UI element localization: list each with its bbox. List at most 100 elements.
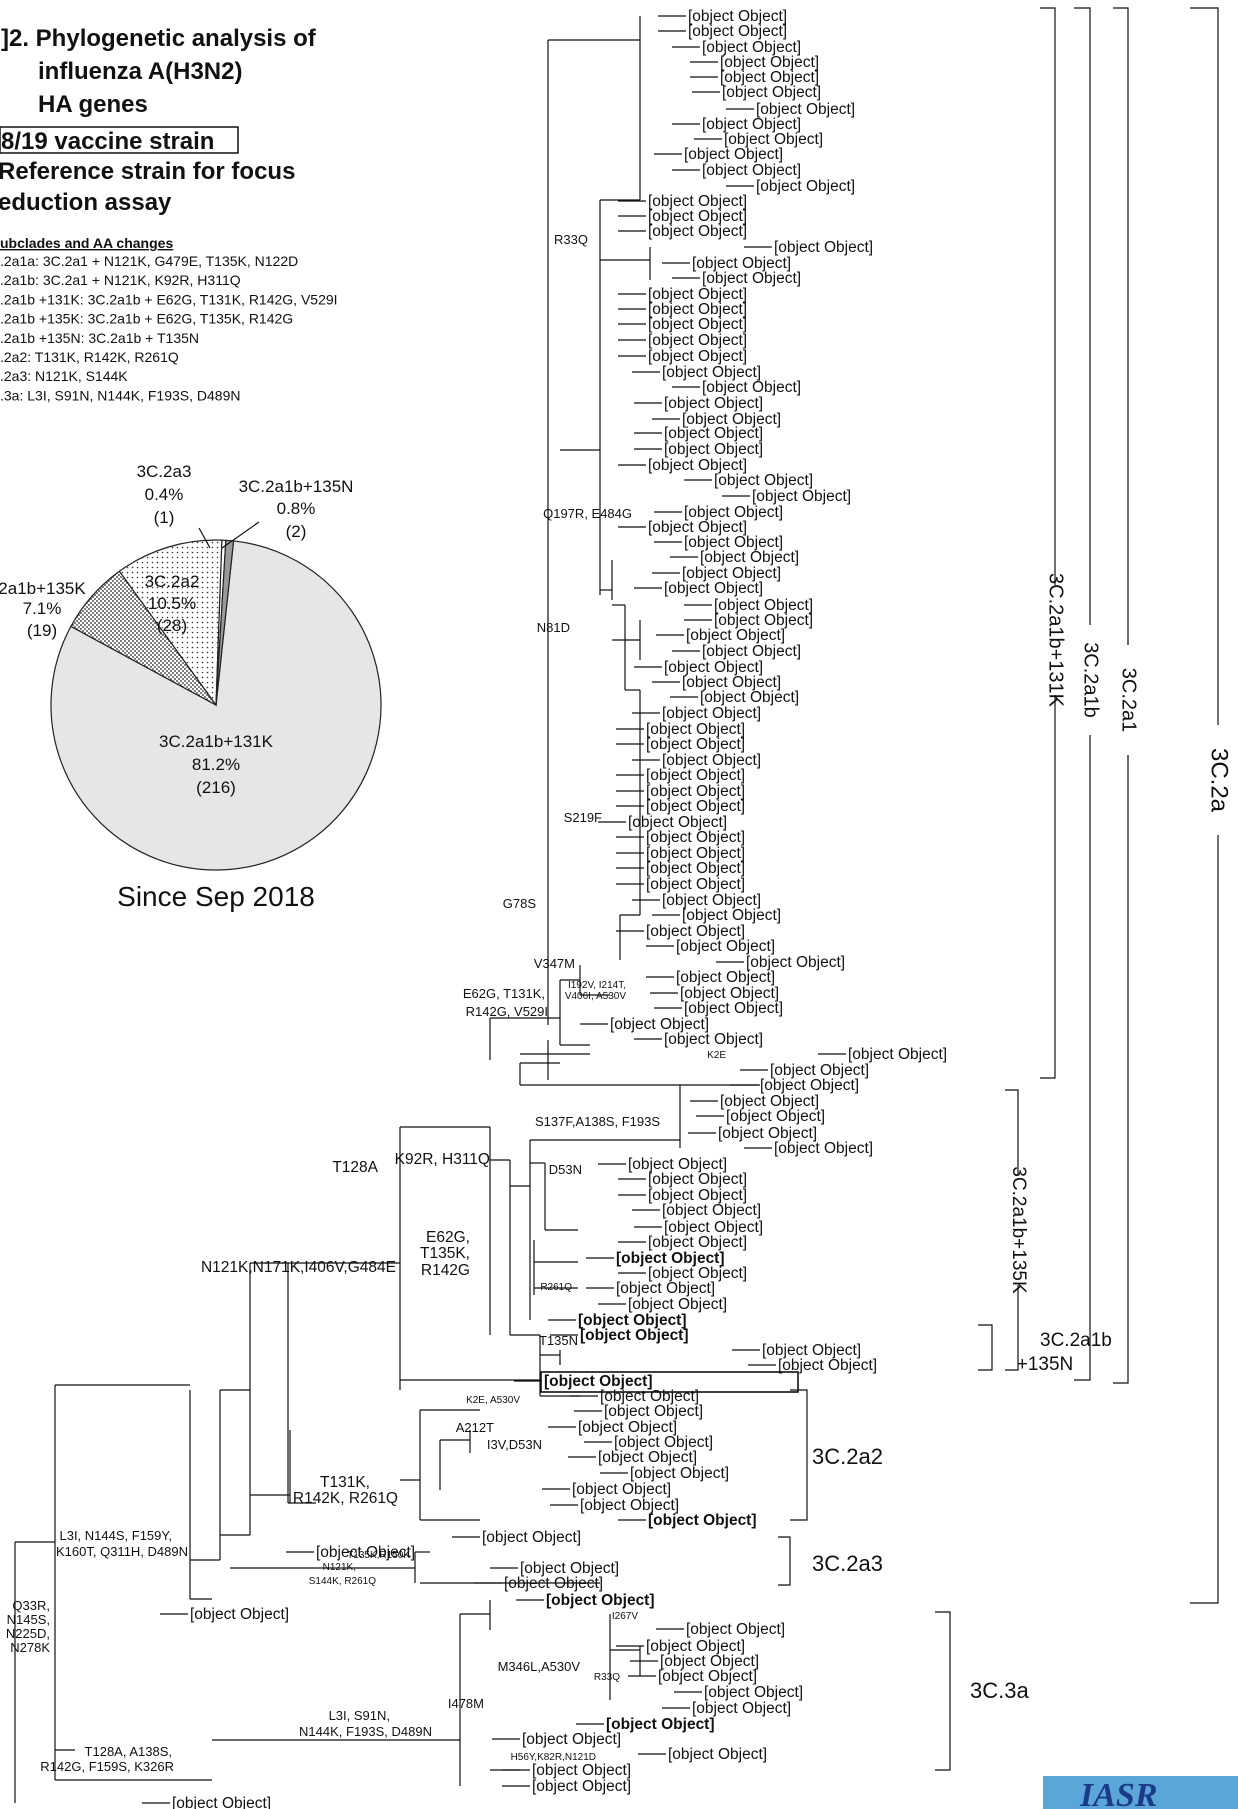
clade-label: 3C.2a1b+135K xyxy=(1008,1166,1029,1294)
mutation-label: T128A, A138S, xyxy=(85,1744,172,1759)
mutation-label: V347M xyxy=(534,956,575,971)
strain-label: [object Object] xyxy=(714,612,813,629)
mutation-label: T135K,R150K xyxy=(347,1550,410,1561)
strain-label: [object Object] xyxy=(702,379,801,396)
mutation-label: R142G xyxy=(421,1262,470,1279)
pie-leader-line xyxy=(198,527,211,549)
strain-label: [object Object] xyxy=(756,101,855,118)
strain-label: [object Object] xyxy=(616,1250,725,1267)
subclade-legend: ubclades and AA changes .2a1a: 3C.2a1 + … xyxy=(0,235,338,403)
strain-label: [object Object] xyxy=(700,689,799,706)
strain-label: [object Object] xyxy=(662,705,761,722)
strain-label: [object Object] xyxy=(482,1529,581,1546)
strain-label: [object Object] xyxy=(646,721,745,738)
strain-label: [object Object] xyxy=(316,1544,415,1561)
mutation-label: H56Y,K82R,N121D xyxy=(511,1752,596,1763)
strain-label: [object Object] xyxy=(684,534,783,551)
clade-label: 3C.2a2 xyxy=(812,1444,883,1469)
strain-label: [object Object] xyxy=(702,270,801,287)
strain-label: [object Object] xyxy=(572,1481,671,1498)
mutation-label: A212T xyxy=(456,1420,494,1435)
pie-label-count: (1) xyxy=(154,508,175,527)
pie-label-count: (2) xyxy=(286,522,307,541)
strain-label: [object Object] xyxy=(646,1638,745,1655)
strain-label: [object Object] xyxy=(676,969,775,986)
pie-label-pct: 7.1% xyxy=(23,599,62,618)
strain-label: [object Object] xyxy=(702,39,801,56)
pie-label-count: (216) xyxy=(196,778,236,797)
subclade-definition: .2a1b +135K: 3C.2a1b + E62G, T135K, R142… xyxy=(0,311,293,327)
title-line-3: HA genes xyxy=(38,91,148,118)
strain-label: [object Object] xyxy=(664,580,763,597)
tree-branches xyxy=(14,15,846,1804)
mutation-label: G78S xyxy=(503,896,537,911)
vaccine-strain-box xyxy=(0,126,239,154)
strain-label: [object Object] xyxy=(714,597,813,614)
strain-label: [object Object] xyxy=(628,814,727,831)
strain-label: [object Object] xyxy=(658,1668,757,1685)
pie-slice xyxy=(215,539,235,706)
iasr-logo: IASR xyxy=(1043,1776,1238,1809)
clade-label: 3C.2a xyxy=(1206,748,1233,813)
strain-label: [object Object] xyxy=(648,1187,747,1204)
strain-label: [object Object] xyxy=(720,54,819,71)
strain-label: [object Object] xyxy=(544,1373,653,1390)
strain-label: [object Object] xyxy=(504,1575,603,1592)
mutation-label: T128A xyxy=(332,1159,378,1176)
strain-label: [object Object] xyxy=(722,84,821,101)
strain-label: [object Object] xyxy=(724,131,823,148)
figure-title: ]2. Phylogenetic analysis of influenza A… xyxy=(1,25,317,118)
mutation-label: N225D, xyxy=(6,1626,50,1641)
strain-label: [object Object] xyxy=(190,1606,289,1623)
strain-label: [object Object] xyxy=(648,208,747,225)
strain-label: [object Object] xyxy=(702,643,801,660)
strain-label: [object Object] xyxy=(692,255,791,272)
strain-labels: [object Object][object Object][object Ob… xyxy=(172,8,947,1809)
strain-label: [object Object] xyxy=(664,441,763,458)
pie-label-name: 3C.2a1b+135N xyxy=(239,477,354,496)
mutation-label: I478M xyxy=(448,1696,484,1711)
strain-label: [object Object] xyxy=(762,1342,861,1359)
strain-label: [object Object] xyxy=(664,659,763,676)
strain-label: [object Object] xyxy=(520,1560,619,1577)
vaccine-strain-label: 8/19 vaccine strain xyxy=(1,128,214,155)
pie-label-pct: 0.8% xyxy=(277,499,316,518)
mutation-label: S219F xyxy=(564,810,602,825)
strain-label: [object Object] xyxy=(664,1219,763,1236)
strain-label: [object Object] xyxy=(718,1125,817,1142)
mutation-label: I267V xyxy=(612,1611,638,1622)
clade-label: +135N xyxy=(1017,1354,1074,1375)
mutation-label: K160T, Q311H, D489N xyxy=(56,1544,188,1559)
strain-label: [object Object] xyxy=(746,954,845,971)
strain-label: [object Object] xyxy=(662,364,761,381)
clade-label: 3C.3a xyxy=(970,1678,1029,1703)
strain-label: [object Object] xyxy=(610,1016,709,1033)
strain-label: [object Object] xyxy=(546,1592,655,1609)
mutation-label: S144K, R261Q xyxy=(309,1576,376,1587)
strain-label: [object Object] xyxy=(752,488,851,505)
strain-label: [object Object] xyxy=(648,457,747,474)
strain-label: [object Object] xyxy=(688,23,787,40)
strain-label: [object Object] xyxy=(702,162,801,179)
clade-bracket xyxy=(978,1324,993,1371)
pie-label-name: 2a1b+135K xyxy=(0,579,86,598)
strain-label: [object Object] xyxy=(532,1778,631,1795)
strain-label: [object Object] xyxy=(668,1746,767,1763)
mutation-label: R261Q xyxy=(540,1282,572,1293)
pie-label-pct: 0.4% xyxy=(145,485,184,504)
strain-label: [object Object] xyxy=(616,1280,715,1297)
mutation-label: D53N xyxy=(549,1162,582,1177)
mutation-label: K2E, A530V xyxy=(466,1395,520,1406)
strain-label: [object Object] xyxy=(646,736,745,753)
strain-label: [object Object] xyxy=(686,627,785,644)
subclade-definition: .3a: L3I, S91N, N144K, F193S, D489N xyxy=(0,387,240,403)
strain-label: [object Object] xyxy=(606,1716,715,1733)
strain-label: [object Object] xyxy=(522,1731,621,1748)
mutation-label: R142G, V529I xyxy=(466,1004,548,1019)
logo-text: IASR xyxy=(1079,1777,1158,1809)
strain-label: [object Object] xyxy=(648,301,747,318)
pie-label-count: (19) xyxy=(27,621,57,640)
strain-label: [object Object] xyxy=(648,1265,747,1282)
strain-label: [object Object] xyxy=(646,783,745,800)
